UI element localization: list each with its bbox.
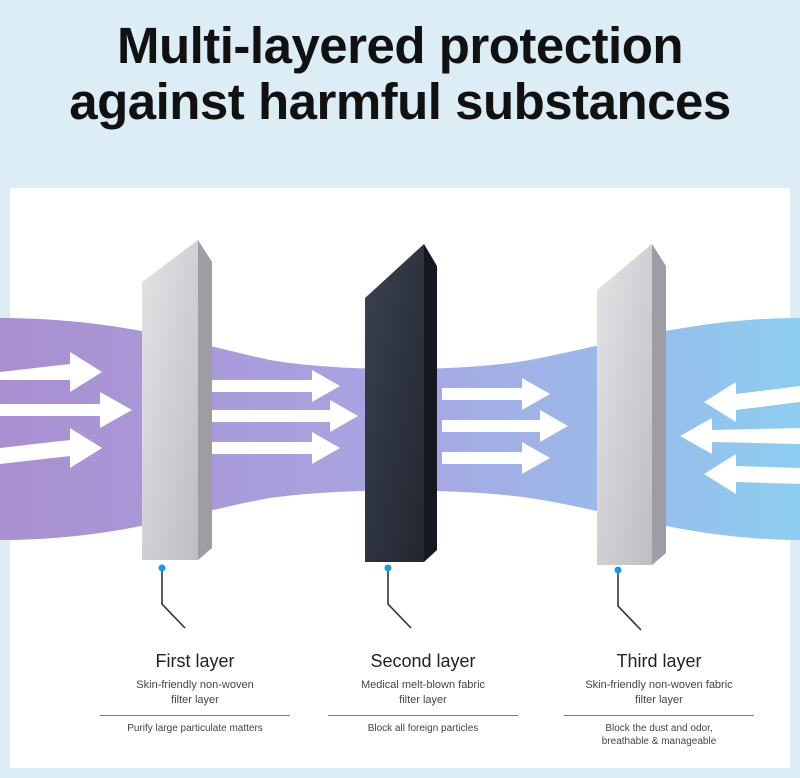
arrow-left-icon xyxy=(704,454,800,494)
arrow-right-icon xyxy=(442,378,550,410)
layer-function-line: Purify large particulate matters xyxy=(127,723,263,734)
layer-function: Purify large particulate matters xyxy=(90,722,300,735)
third-layer-sheet xyxy=(597,244,666,565)
arrow-right-icon xyxy=(442,410,568,442)
layer-description-line: Skin-friendly non-woven fabric xyxy=(585,679,733,691)
layer-name: Third layer xyxy=(616,651,702,671)
first-layer-label: First layer Skin-friendly non-woven filt… xyxy=(90,650,300,735)
layer-name: Second layer xyxy=(370,651,476,671)
arrow-right-icon xyxy=(212,432,340,464)
first-layer-sheet xyxy=(142,240,212,560)
incoming-arrows xyxy=(0,352,132,468)
divider xyxy=(100,715,290,716)
filtered-arrows-1 xyxy=(212,370,358,464)
filtered-arrows-2 xyxy=(442,378,568,474)
layer-function-line: Block all foreign particles xyxy=(367,723,479,734)
pointer-dot-3 xyxy=(614,566,622,574)
second-layer-label: Second layer Medical melt-blown fabric f… xyxy=(318,650,528,735)
pointer-line-2 xyxy=(387,568,412,629)
layer-description-line: filter layer xyxy=(399,694,447,706)
layer-name: First layer xyxy=(155,651,235,671)
pointers xyxy=(161,568,642,631)
page-title: Multi-layered protection against harmful… xyxy=(0,18,800,130)
layer-function: Block the dust and odor, breathable & ma… xyxy=(544,722,774,748)
arrow-right-icon xyxy=(212,370,340,402)
third-layer-label: Third layer Skin-friendly non-woven fabr… xyxy=(544,650,774,748)
layer-function-line: breathable & manageable xyxy=(601,736,717,747)
layer-description-line: Skin-friendly non-woven xyxy=(136,679,254,691)
arrow-right-icon xyxy=(0,392,132,428)
layer-description: Skin-friendly non-woven filter layer xyxy=(90,678,300,708)
layer-function-line: Block the dust and odor, xyxy=(605,723,713,734)
title-line-2: against harmful substances xyxy=(69,73,731,130)
pointer-dot-2 xyxy=(384,564,392,572)
pointer-dots xyxy=(158,564,622,574)
layer-description-line: Medical melt-blown fabric xyxy=(360,679,486,691)
divider xyxy=(328,715,518,716)
layer-description: Skin-friendly non-woven fabric filter la… xyxy=(544,678,774,708)
layer-description-line: filter layer xyxy=(171,694,219,706)
pointer-dot-1 xyxy=(158,564,166,572)
pointer-line-3 xyxy=(617,570,642,631)
arrow-right-icon xyxy=(0,428,102,468)
pointer-line-1 xyxy=(161,568,186,629)
second-layer-sheet xyxy=(365,244,437,562)
divider xyxy=(564,715,754,716)
layer-function: Block all foreign particles xyxy=(318,722,528,735)
title-line-1: Multi-layered protection xyxy=(116,17,684,74)
exhaust-arrows xyxy=(680,382,800,494)
layer-description: Medical melt-blown fabric filter layer xyxy=(318,678,528,708)
arrow-right-icon xyxy=(0,352,102,392)
arrow-left-icon xyxy=(704,382,800,422)
arrow-right-icon xyxy=(212,400,358,432)
arrow-right-icon xyxy=(442,442,550,474)
layer-description-line: filter layer xyxy=(635,694,683,706)
arrow-left-icon xyxy=(680,418,800,454)
